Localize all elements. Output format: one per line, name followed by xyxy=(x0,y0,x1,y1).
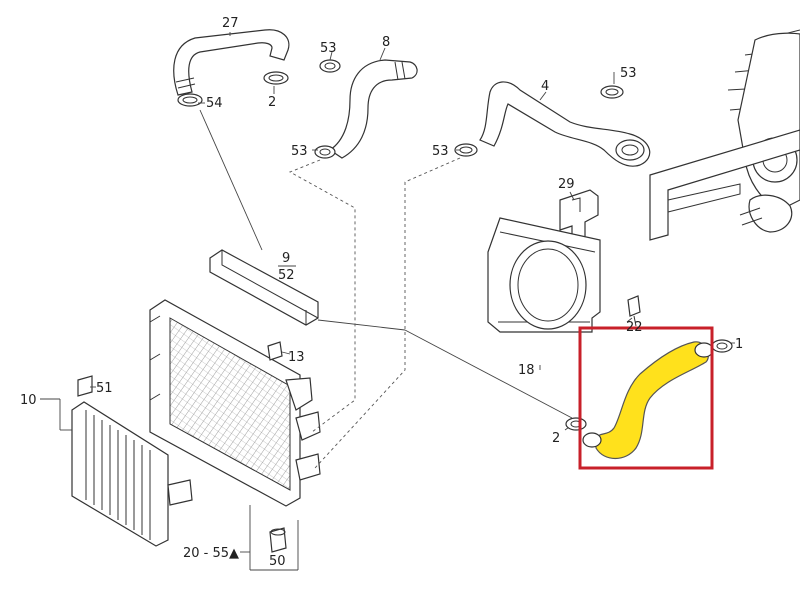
callout-52[interactable]: 52 xyxy=(278,268,295,283)
callout-10[interactable]: 10 xyxy=(20,393,37,408)
clip-13 xyxy=(267,341,283,361)
clamp-53-c xyxy=(600,85,624,99)
callout-4[interactable]: 4 xyxy=(541,79,549,94)
fan-shroud-18 xyxy=(487,217,601,333)
callout-53-b[interactable]: 53 xyxy=(291,144,308,159)
callout-9[interactable]: 9 xyxy=(282,251,290,266)
callout-1[interactable]: 1 xyxy=(735,337,743,352)
bracket-29 xyxy=(559,189,599,243)
engine-block xyxy=(727,29,800,233)
callout-13[interactable]: 13 xyxy=(288,350,305,365)
highlight-box[interactable] xyxy=(578,326,714,470)
callout-29[interactable]: 29 xyxy=(558,177,575,192)
clamp-2-lower xyxy=(565,417,587,431)
bolt-22 xyxy=(627,295,641,327)
pipe-9 xyxy=(209,249,319,326)
callout-53-a[interactable]: 53 xyxy=(320,41,337,56)
clamp-2-top xyxy=(263,71,289,85)
clamp-54 xyxy=(177,93,203,107)
callout-53-d[interactable]: 53 xyxy=(432,144,449,159)
callout-50[interactable]: 50 xyxy=(269,554,286,569)
mount-50 xyxy=(269,527,287,553)
radiator xyxy=(149,299,321,507)
callout-27[interactable]: 27 xyxy=(222,16,239,31)
callout-22[interactable]: 22 xyxy=(626,320,643,335)
hose-27 xyxy=(173,29,290,96)
frame-rail xyxy=(649,129,800,241)
highlighted-hose[interactable] xyxy=(582,341,714,460)
hose-1-highlighted[interactable] xyxy=(595,341,709,460)
clamp-53-a xyxy=(319,59,341,73)
leader-lines xyxy=(40,32,735,571)
callout-2-top[interactable]: 2 xyxy=(268,95,276,110)
routing-dashed-lines xyxy=(288,157,461,469)
callout-53-c[interactable]: 53 xyxy=(620,66,637,81)
callout-2-lower[interactable]: 2 xyxy=(552,431,560,446)
callout-8[interactable]: 8 xyxy=(382,35,390,50)
callout-20-55[interactable]: 20 - 55 xyxy=(183,546,229,561)
callout-18[interactable]: 18 xyxy=(518,363,535,378)
bracket-51 xyxy=(77,375,93,397)
condenser-10 xyxy=(71,401,193,547)
hose-8 xyxy=(328,59,418,159)
callout-labels: 27 53 8 54 2 4 53 53 53 29 9 52 22 1 13 … xyxy=(20,16,743,569)
callout-54[interactable]: 54 xyxy=(206,96,223,111)
triangle-marker: ▲ xyxy=(229,546,239,561)
hose-4 xyxy=(479,81,651,167)
clamp-53-b xyxy=(314,145,336,159)
callout-51[interactable]: 51 xyxy=(96,381,113,396)
clamp-1 xyxy=(711,339,733,353)
